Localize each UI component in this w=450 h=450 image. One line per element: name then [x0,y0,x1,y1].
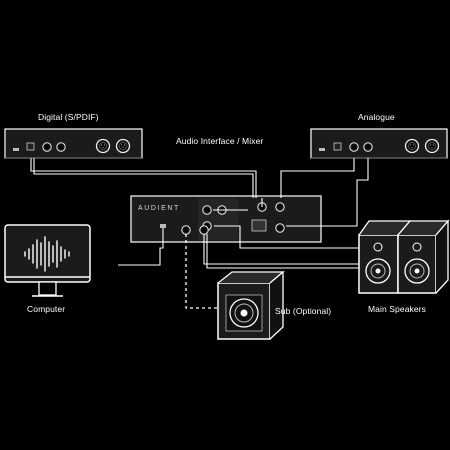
speaker-cable [203,234,360,265]
jack-icon [349,142,359,152]
audio-interface [130,195,322,243]
cables [30,158,398,269]
xlr-input-icon [424,138,440,154]
interface-label: Audio Interface / Mixer [176,136,264,146]
usb-port-icon [160,224,166,228]
optical-port-icon [251,219,267,232]
usb-cable [118,228,164,266]
spdif-cable [30,158,257,198]
spdif-port-icon [333,142,342,151]
jack-icon [42,142,52,152]
analogue-label: Analogue [358,112,395,122]
main-speakers-label: Main Speakers [368,304,426,314]
sub-label: Sub (Optional) [275,306,332,316]
digital-device [4,128,143,159]
jack-icon [202,205,212,215]
jack-icon [199,225,209,235]
analogue-cable [280,158,355,198]
usb-port-icon [13,148,19,151]
jack-icon [363,142,373,152]
interface-brand: AUDIENT [138,205,180,212]
jack-icon [275,202,285,212]
waveform-icon [24,236,70,272]
sub-cable-optional [185,234,218,309]
analogue-device [310,128,448,159]
computer [4,224,91,297]
speaker-icon [404,258,430,284]
speaker-icon [365,258,391,284]
xlr-input-icon [404,138,420,154]
monitor-icon [4,224,91,283]
jack-icon [181,225,191,235]
speaker-icon [229,298,259,328]
xlr-input-icon [115,138,131,154]
spdif-port-icon [26,142,35,151]
sub-speaker [217,270,285,340]
digital-label: Digital (S/PDIF) [38,112,99,122]
usb-port-icon [319,148,325,151]
xlr-input-icon [95,138,111,154]
main-speaker-right [397,219,450,294]
jack-icon [56,142,66,152]
jack-icon [275,223,285,233]
computer-label: Computer [27,304,66,314]
